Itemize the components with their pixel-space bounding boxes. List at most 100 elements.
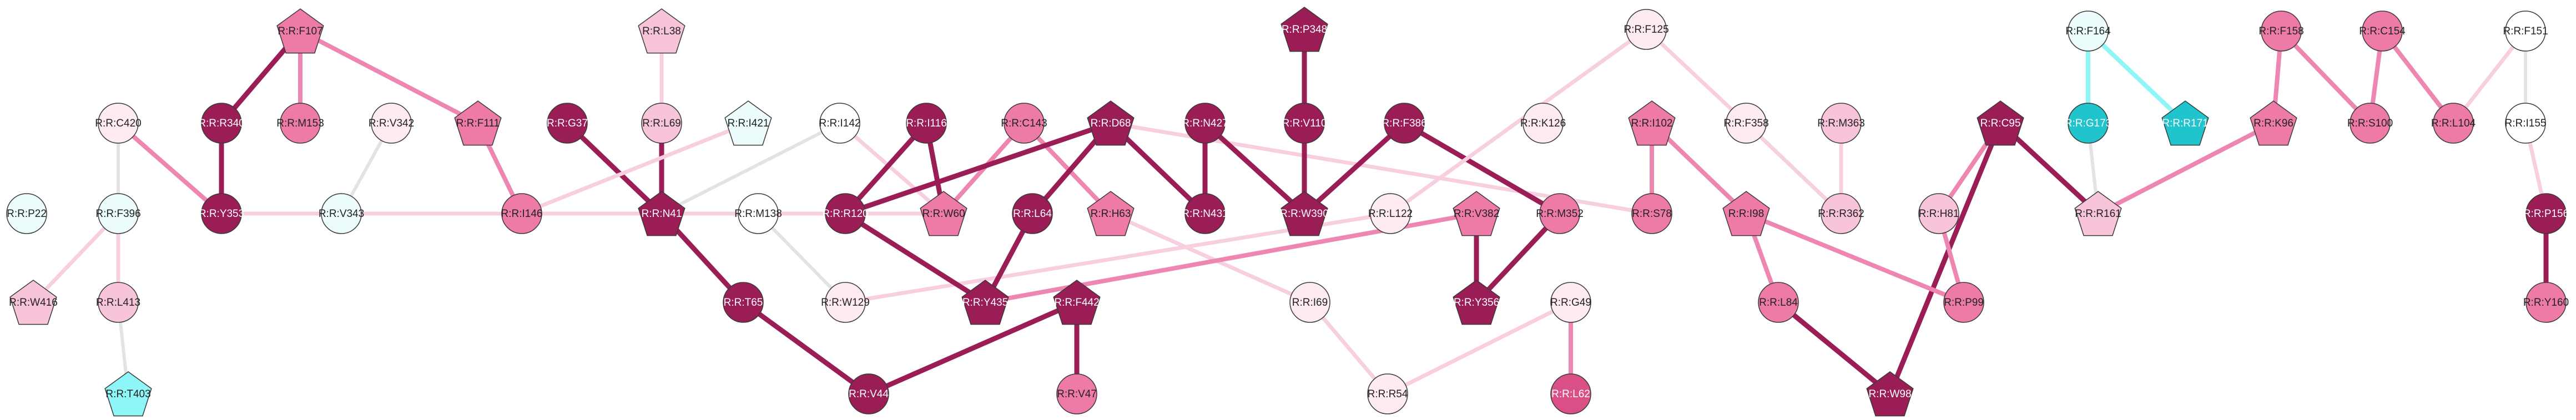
node-c420[interactable]: R:R:C420 [95,103,142,144]
node-i146[interactable]: R:R:I146 [501,193,543,234]
node-f107[interactable]: R:R:F107 [276,8,324,54]
node-label: R:R:R161 [2075,208,2121,220]
node-label: R:R:Y353 [199,208,244,220]
node-w416[interactable]: R:R:W416 [9,280,58,325]
node-f396[interactable]: R:R:F396 [95,193,141,234]
node-n41[interactable]: R:R:N41 [638,191,685,236]
node-label: R:R:W390 [1280,208,1329,220]
node-k126[interactable]: R:R:K126 [1520,103,1566,144]
node-circle-shape [1012,193,1053,234]
node-t65[interactable]: R:R:T65 [723,282,764,323]
node-c95[interactable]: R:R:C95 [1977,100,2024,146]
node-f386[interactable]: R:R:F386 [1382,103,1427,144]
node-i116[interactable]: R:R:I116 [906,103,947,144]
edge-d68-r120 [843,120,1113,216]
edge-m138-w129 [757,212,847,304]
node-l413[interactable]: R:R:L413 [96,282,140,323]
node-l69[interactable]: R:R:L69 [641,103,682,144]
node-l38[interactable]: R:R:L38 [638,8,685,54]
node-m363[interactable]: R:R:M363 [1817,103,1865,144]
node-v342[interactable]: R:R:V342 [369,103,414,144]
node-i102[interactable]: R:R:I102 [1628,100,1676,146]
node-f442[interactable]: R:R:F442 [1053,280,1101,325]
node-circle-shape [2068,11,2109,52]
node-p348[interactable]: R:R:P348 [1281,7,1328,52]
node-label: R:R:L104 [2431,118,2476,129]
node-f158[interactable]: R:R:F158 [2259,11,2304,52]
node-label: R:R:I102 [1631,118,1673,129]
node-r340[interactable]: R:R:R340 [198,103,245,144]
node-label: R:R:N431 [1182,208,1228,220]
node-p22[interactable]: R:R:P22 [6,193,47,234]
node-v44[interactable]: R:R:V44 [848,373,889,414]
node-n427[interactable]: R:R:N427 [1182,103,1228,144]
node-s78[interactable]: R:R:S78 [1631,193,1672,234]
node-f125[interactable]: R:R:F125 [1624,9,1669,50]
node-i69[interactable]: R:R:I69 [1289,282,1330,323]
node-w60[interactable]: R:R:W60 [920,191,967,236]
node-m138[interactable]: R:R:M138 [734,193,782,234]
node-i421[interactable]: R:R:I421 [724,100,772,146]
node-g173[interactable]: R:R:G173 [2065,103,2111,144]
node-y435[interactable]: R:R:Y435 [961,280,1009,325]
node-i155[interactable]: R:R:I155 [2505,103,2547,144]
node-i98[interactable]: R:R:I98 [1722,191,1770,236]
node-l64[interactable]: R:R:L64 [1012,193,1053,234]
node-d68[interactable]: R:R:D68 [1087,100,1135,146]
node-y356[interactable]: R:R:Y356 [1453,280,1500,325]
node-v110[interactable]: R:R:V110 [1282,103,1327,144]
node-circle-shape [641,103,682,144]
node-v343[interactable]: R:R:V343 [319,193,364,234]
node-g37[interactable]: R:R:G37 [547,103,588,144]
node-m352[interactable]: R:R:M352 [1536,193,1584,234]
node-h63[interactable]: R:R:H63 [1087,191,1135,236]
node-y353[interactable]: R:R:Y353 [199,193,244,234]
node-label: R:R:Y435 [962,297,1008,308]
node-l122[interactable]: R:R:L122 [1368,193,1413,234]
node-label: R:R:F125 [1624,24,1668,36]
node-p156[interactable]: R:R:P156 [2523,193,2569,234]
node-label: R:R:R54 [1368,388,1408,400]
node-circle-shape [98,193,139,234]
node-g49[interactable]: R:R:G49 [1550,282,1591,323]
node-r120[interactable]: R:R:R120 [822,193,869,234]
node-pentagon-shape [1281,7,1328,52]
node-label: R:R:C420 [95,118,141,129]
node-r54[interactable]: R:R:R54 [1367,373,1408,414]
node-k96[interactable]: R:R:K96 [2250,100,2297,146]
node-r171[interactable]: R:R:R171 [2161,100,2209,146]
node-w390[interactable]: R:R:W390 [1280,191,1329,236]
node-circle-shape [2068,103,2109,144]
node-circle-shape [1289,282,1330,323]
node-p99[interactable]: R:R:P99 [1943,282,1984,323]
node-m153[interactable]: R:R:M153 [276,103,324,144]
node-v382[interactable]: R:R:V382 [1453,191,1500,236]
node-w98[interactable]: R:R:W98 [1866,371,1914,417]
node-l62[interactable]: R:R:L62 [1550,373,1591,414]
node-r362[interactable]: R:R:R362 [1818,193,1864,234]
node-r161[interactable]: R:R:R161 [2074,191,2122,236]
node-l84[interactable]: R:R:L84 [1758,282,1799,323]
edge-i142-w60 [838,121,946,216]
node-c143[interactable]: R:R:C143 [1001,103,1047,144]
node-f164[interactable]: R:R:F164 [2065,11,2111,52]
node-f358[interactable]: R:R:F358 [1723,103,1769,144]
node-s100[interactable]: R:R:S100 [2347,103,2393,144]
node-label: R:R:K96 [2254,118,2293,129]
node-label: R:R:V47 [1057,388,1097,400]
node-f151[interactable]: R:R:F151 [2503,11,2548,52]
node-t403[interactable]: R:R:T403 [104,371,152,417]
node-w129[interactable]: R:R:W129 [821,282,870,323]
edge-r120-y435 [843,211,988,305]
node-i142[interactable]: R:R:I142 [819,103,861,144]
node-c154[interactable]: R:R:C154 [2359,11,2406,52]
node-y160[interactable]: R:R:Y160 [2523,282,2569,323]
node-v47[interactable]: R:R:V47 [1056,373,1097,414]
edge-c143-h63 [1022,121,1113,216]
node-h81[interactable]: R:R:H81 [1918,193,1959,234]
node-f111[interactable]: R:R:F111 [454,100,502,146]
node-l104[interactable]: R:R:L104 [2431,103,2476,144]
node-n431[interactable]: R:R:N431 [1182,193,1228,234]
node-label: R:R:N427 [1182,118,1228,129]
node-pentagon-shape [1628,100,1676,146]
